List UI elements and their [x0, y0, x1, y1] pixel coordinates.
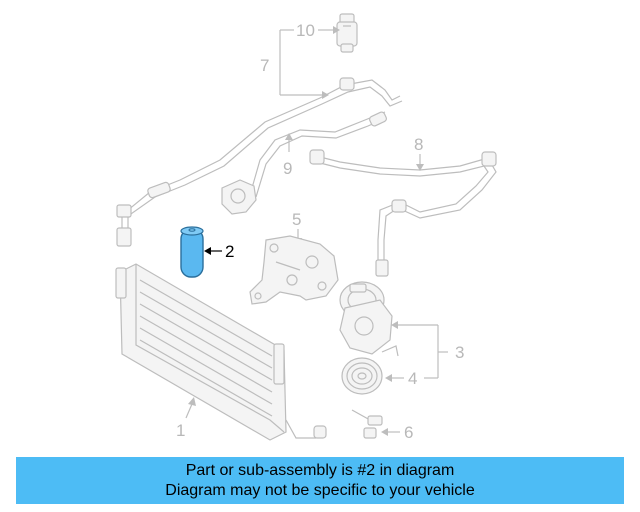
callout-6-label: 6: [404, 423, 413, 442]
part-10-pressure-switch[interactable]: [336, 13, 358, 53]
callout-7-label: 7: [260, 56, 269, 75]
callout-9: 9: [283, 133, 293, 178]
banner-line-part: Part or sub-assembly is #2 in diagram: [185, 461, 455, 479]
ac-parts-diagram: 10 7 9 8: [115, 13, 497, 442]
callout-1-label: 1: [176, 421, 185, 440]
callout-2: 2: [204, 242, 234, 261]
part-4-clutch[interactable]: [341, 345, 399, 395]
callout-8: 8: [414, 135, 424, 171]
callout-8-label: 8: [414, 135, 423, 154]
callout-2-label: 2: [225, 242, 234, 261]
part-7-hose[interactable]: [116, 77, 403, 247]
part-5-bracket[interactable]: [249, 235, 339, 305]
callout-9-label: 9: [283, 159, 292, 178]
part-2-receiver-drier[interactable]: [180, 226, 204, 278]
banner-line-disclaimer: Diagram may not be specific to your vehi…: [165, 481, 475, 499]
callout-6: 6: [381, 423, 413, 442]
part-8-hose[interactable]: [309, 149, 497, 277]
callout-4: 4: [385, 369, 438, 388]
info-banner: Part or sub-assembly is #2 in diagram Di…: [16, 457, 624, 504]
part-3-compressor[interactable]: [339, 281, 393, 355]
part-6-valve[interactable]: [351, 409, 383, 439]
callout-3-label: 3: [455, 343, 464, 362]
callout-10-label: 10: [296, 21, 315, 40]
callout-10: 10: [279, 21, 340, 95]
callout-5-label: 5: [292, 210, 301, 229]
callout-1: 1: [176, 397, 196, 440]
callout-3: 3: [391, 321, 464, 378]
callout-7: 7: [260, 56, 329, 99]
callout-4-label: 4: [408, 369, 417, 388]
part-1-condenser[interactable]: [115, 263, 327, 441]
